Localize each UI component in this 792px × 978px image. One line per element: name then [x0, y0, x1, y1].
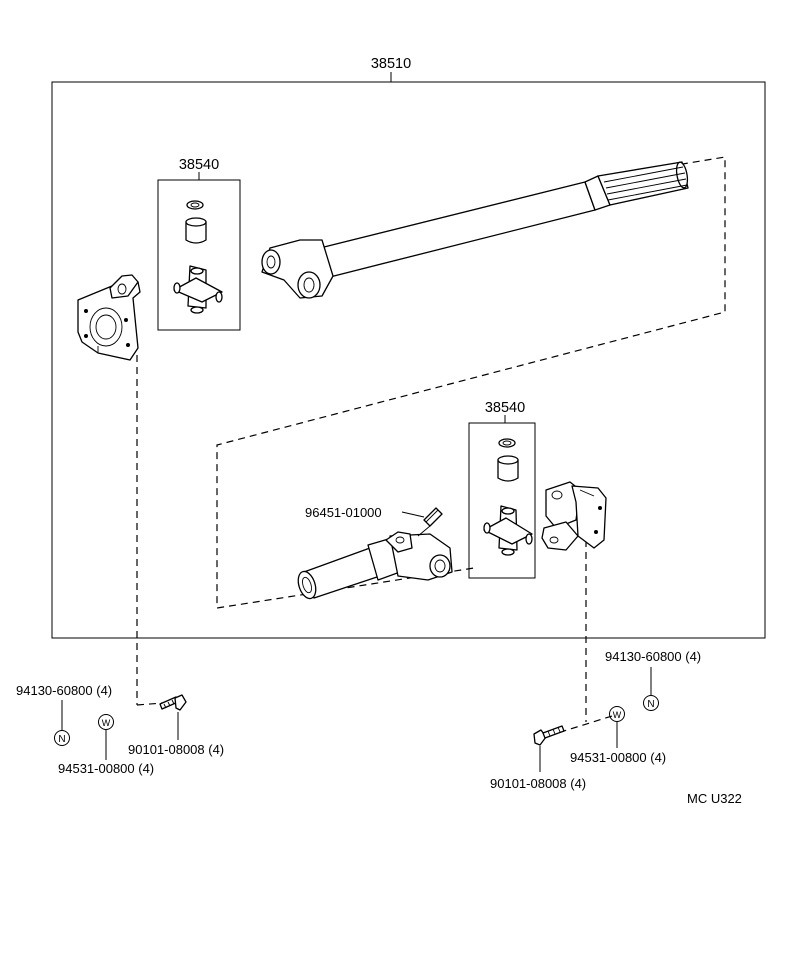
dashed-connection-lines — [136, 156, 726, 737]
slip-yoke-shaft-lower[interactable] — [295, 531, 453, 601]
kit-box-lower — [468, 422, 536, 579]
fasteners-left: N 94130-60800 (4) W 94531-00800 (4) 9010… — [16, 683, 224, 776]
grease-fitting-part-number[interactable]: 96451-01000 — [305, 505, 382, 520]
diagram-code: MC U322 — [687, 791, 742, 806]
spider-cross-icon — [173, 265, 223, 314]
washer-label-right[interactable]: 94531-00800 (4) — [570, 750, 666, 765]
assembly-part-number[interactable]: 38510 — [371, 56, 411, 72]
nut-right[interactable]: N 94130-60800 (4) — [605, 649, 701, 711]
kit-part-number-lower[interactable]: 38540 — [485, 400, 525, 416]
nut-symbol-right: N — [647, 699, 654, 710]
bearing-cup-icon — [185, 217, 207, 244]
washer-symbol-right: W — [613, 710, 622, 720]
flange-yoke-left[interactable] — [77, 274, 141, 361]
nut-label-right[interactable]: 94130-60800 (4) — [605, 649, 701, 664]
assembly-frame — [51, 81, 766, 639]
nut-symbol-left: N — [58, 734, 65, 745]
washer-symbol-left: W — [102, 718, 111, 728]
grease-fitting[interactable]: 96451-01000 — [305, 505, 443, 537]
spider-cross-icon — [483, 505, 533, 556]
assembly-38510: 38510 — [51, 56, 766, 639]
washer-left[interactable]: W 94531-00800 (4) — [58, 714, 154, 777]
washer-right[interactable]: W 94531-00800 (4) — [570, 706, 666, 766]
bolt-label-right[interactable]: 90101-08008 (4) — [490, 776, 586, 791]
flange-yoke-right[interactable] — [541, 481, 607, 551]
nut-label-left[interactable]: 94130-60800 (4) — [16, 683, 112, 698]
universal-joint-kit-lower: 38540 — [468, 400, 536, 579]
universal-joint-kit-upper: 38540 — [157, 157, 241, 331]
fasteners-right: N 94130-60800 (4) W 94531-00800 (4) 9010… — [490, 649, 701, 791]
nut-left[interactable]: N 94130-60800 (4) — [16, 683, 112, 746]
bolt-label-left[interactable]: 90101-08008 (4) — [128, 742, 224, 757]
bearing-cup-icon — [497, 455, 519, 482]
snap-ring-icon — [498, 438, 516, 448]
kit-part-number-upper[interactable]: 38540 — [179, 157, 219, 173]
bolt-right[interactable]: 90101-08008 (4) — [490, 725, 586, 791]
splined-shaft-upper[interactable] — [261, 161, 689, 299]
bolt-left[interactable]: 90101-08008 (4) — [128, 694, 224, 757]
washer-label-left[interactable]: 94531-00800 (4) — [58, 761, 154, 776]
snap-ring-icon — [186, 200, 204, 210]
